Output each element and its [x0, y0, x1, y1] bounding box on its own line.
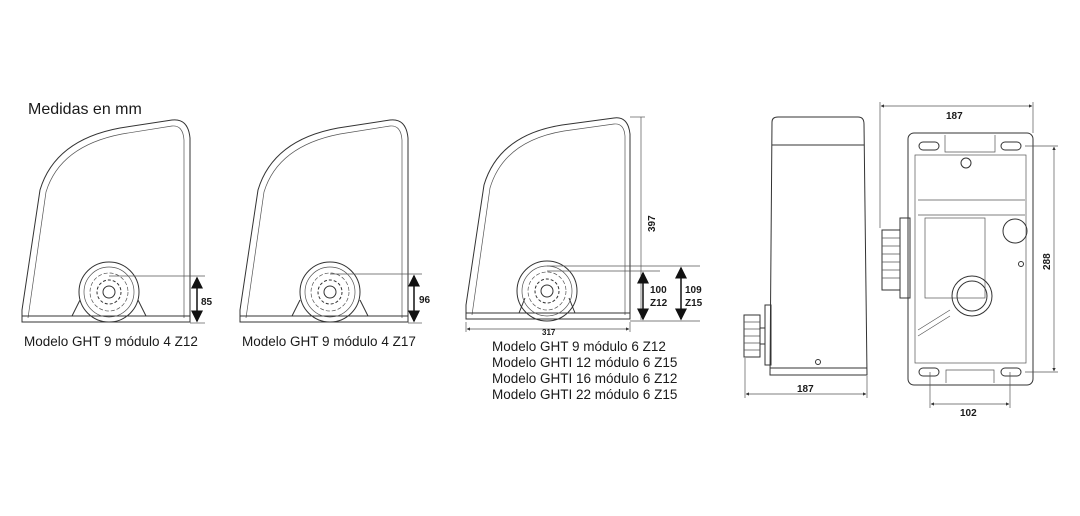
units-title: Medidas en mm [28, 101, 142, 118]
width-dim: 187 [797, 384, 814, 395]
z12-label: Z12 [650, 298, 668, 309]
caption-line: Modelo GHT 9 módulo 6 Z12 [492, 339, 666, 354]
width-dim: 187 [946, 111, 963, 122]
side-view-m6-models: 397 100 Z12 109 Z15 317 Modelo GHT 9 mód… [465, 116, 703, 402]
caption-line: Modelo GHT 9 módulo 4 Z12 [24, 334, 198, 349]
hole-spacing-long-dim: 288 [1042, 253, 1053, 270]
z12-value: 100 [650, 285, 667, 296]
caption-line: Modelo GHTI 22 módulo 6 Z15 [492, 387, 677, 402]
top-view-base: 187 288 102 [879, 102, 1058, 419]
caption-line: Modelo GHTI 16 módulo 6 Z12 [492, 371, 677, 386]
gear-height-dim: 85 [201, 297, 213, 308]
caption-line: Modelo GHTI 12 módulo 6 Z15 [492, 355, 677, 370]
gear-height-dim: 96 [419, 295, 431, 306]
side-view-ght9-m4-z12: 85 Modelo GHT 9 módulo 4 Z12 [21, 119, 213, 349]
length-dim: 317 [542, 328, 556, 337]
z15-label: Z15 [685, 298, 703, 309]
front-view: 187 [743, 116, 868, 398]
height-dim: 397 [647, 215, 658, 232]
caption-line: Modelo GHT 9 módulo 4 Z17 [242, 334, 416, 349]
z15-value: 109 [685, 285, 702, 296]
hole-spacing-short-dim: 102 [960, 408, 977, 419]
side-view-ght9-m4-z17: 96 Modelo GHT 9 módulo 4 Z17 [239, 119, 431, 349]
